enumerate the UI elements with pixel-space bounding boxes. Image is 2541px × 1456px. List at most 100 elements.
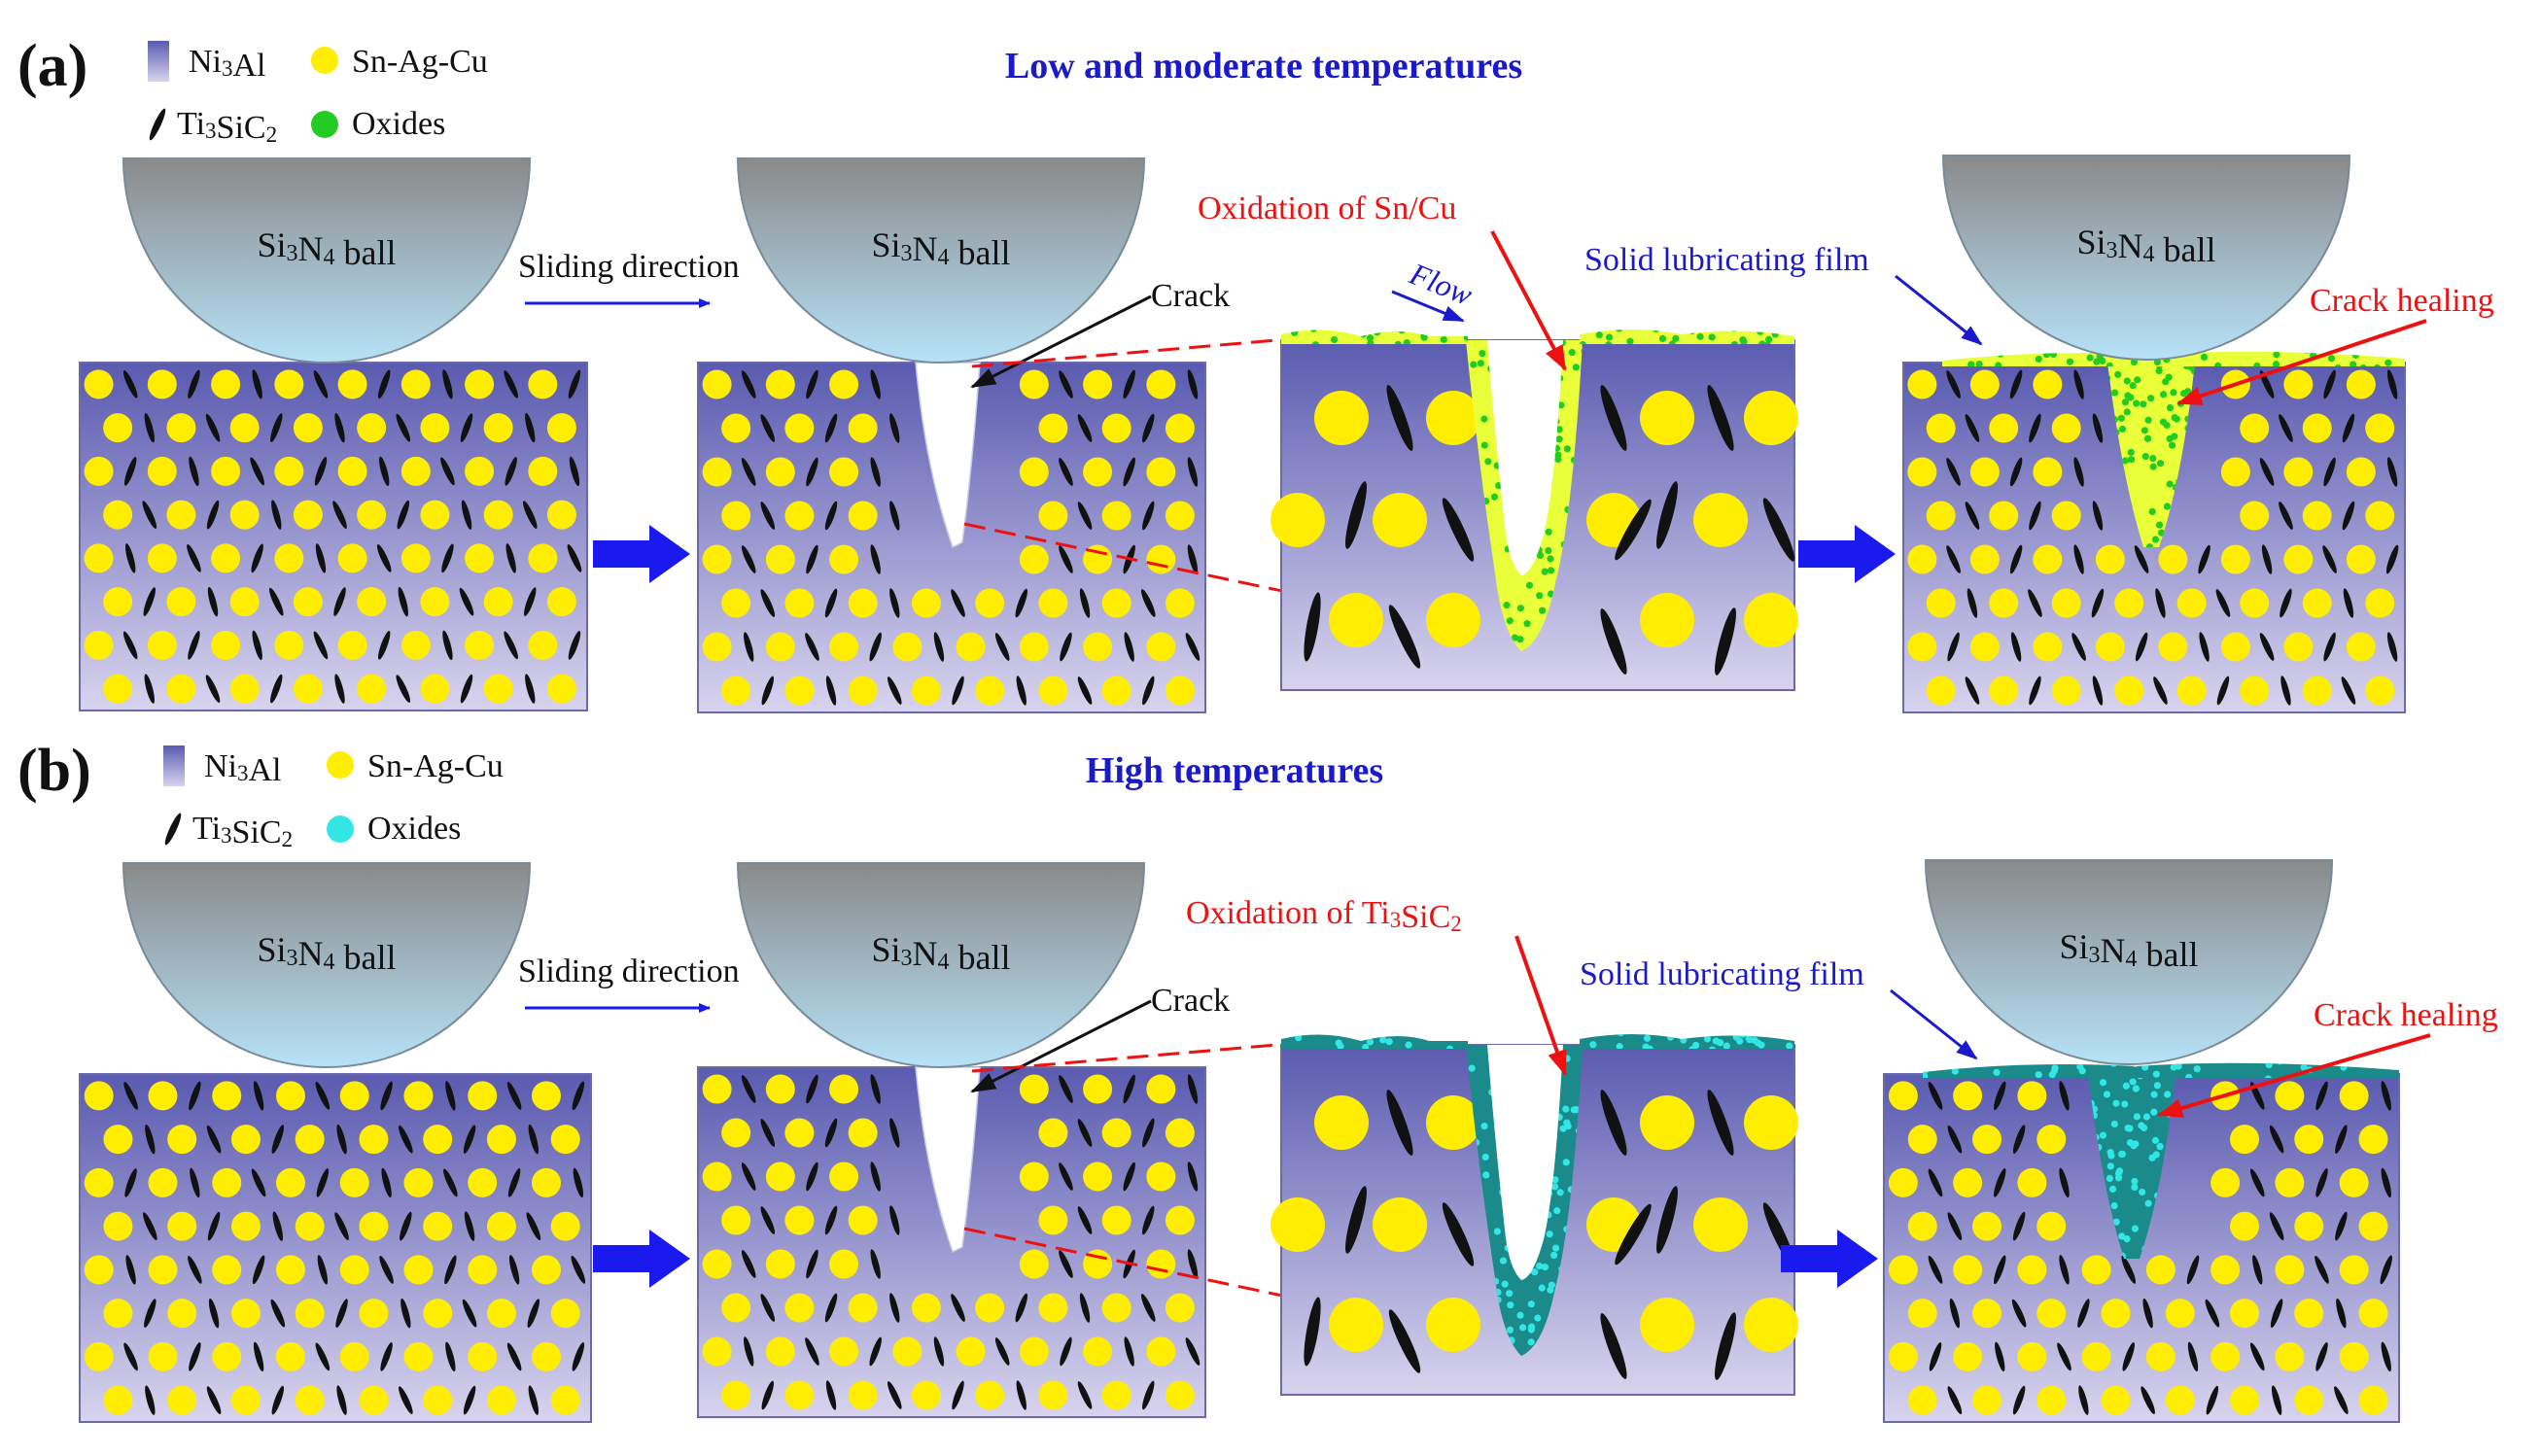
sn-ag-cu-particle (468, 1255, 498, 1285)
sn-ag-cu-particle (2051, 676, 2081, 706)
oxide-dot (2276, 1062, 2283, 1065)
sn-ag-cu-particle (167, 1211, 197, 1241)
sn-ag-cu-particle (721, 1118, 751, 1148)
ti3sic2-flake (443, 1168, 458, 1197)
ti3sic2-flake (1124, 1336, 1134, 1367)
oxide-dot (2107, 1152, 2115, 1160)
oxide-dot (2050, 1067, 2059, 1075)
sn-ag-cu-particle (423, 1385, 453, 1415)
sn-ag-cu-particle (956, 1336, 986, 1367)
sn-ag-cu-particle (2033, 632, 2063, 662)
ti3sic2-flake (1928, 1082, 1943, 1110)
ti3sic2-flake (2280, 588, 2292, 618)
sn-ag-cu-particle (1907, 369, 1937, 399)
ti3sic2-flake (332, 501, 347, 529)
ti3sic2-flake (744, 632, 754, 662)
ti3sic2-flake (2341, 676, 2356, 705)
ti3sic2-flake (2077, 1299, 2090, 1328)
ti3sic2-flake (569, 456, 580, 487)
sn-ag-cu-particle (212, 1167, 242, 1197)
oxide-dot (1559, 1125, 1567, 1132)
ti3sic2-flake (889, 1293, 900, 1323)
sn-ag-cu-particle (400, 543, 431, 573)
sn-ag-cu-particle (1329, 593, 1383, 647)
sn-ag-cu-particle (546, 500, 576, 530)
oxide-dot (2045, 1056, 2052, 1062)
oxide-dot (1557, 321, 1564, 328)
sn-ag-cu-particle (2346, 544, 2376, 574)
oxide-dot (1519, 1324, 1527, 1332)
stage-2-block (697, 1066, 1206, 1418)
sn-ag-cu-particle (2339, 1255, 2369, 1285)
sn-ag-cu-particle (765, 1161, 795, 1192)
oxide-dot (1510, 329, 1517, 330)
sn-ag-cu-particle (2051, 501, 2081, 531)
sn-ag-cu-particle (702, 1336, 732, 1367)
oxide-dot (1385, 1038, 1393, 1046)
sn-ag-cu-particle (486, 1299, 516, 1329)
ti3sic2-flake (335, 1299, 348, 1328)
ti3sic2-flake (2155, 588, 2166, 618)
sn-ag-cu-particle (1101, 413, 1131, 443)
sn-ag-cu-particle (1888, 1081, 1918, 1111)
sn-ag-cu-particle (2114, 676, 2144, 706)
ti3sic2-flake (313, 631, 329, 660)
sn-ag-cu-particle (229, 674, 260, 704)
sn-ag-cu-particle (1907, 1211, 1937, 1241)
sn-ag-cu-particle (829, 1074, 859, 1104)
oxide-dot (1967, 361, 1975, 366)
oxide-dot (2156, 1142, 2164, 1151)
ball-label: Si3N4 ball (257, 930, 396, 977)
ti3sic2-flake (870, 1249, 881, 1279)
oxide-dot (1786, 1042, 1793, 1049)
sn-ag-cu-particle (295, 1299, 325, 1329)
oxide-dot (2099, 1131, 2107, 1139)
ti3sic2-flake (188, 631, 200, 660)
ti3sic2-flake (806, 544, 818, 574)
sn-ag-cu-particle (229, 587, 260, 617)
oxide-dot (1541, 568, 1549, 575)
ti3sic2-flake (1965, 414, 1980, 442)
sn-ag-cu-particle (784, 1293, 815, 1323)
oxide-dot (2171, 433, 2178, 440)
sn-ag-cu-particle (1083, 369, 1113, 399)
stage-2-block (697, 362, 1206, 713)
oxide-dot (2173, 415, 2180, 423)
oxide-dot (1633, 329, 1641, 330)
ti3sic2-flake (2386, 369, 2398, 399)
sn-ag-cu-particle (546, 413, 576, 443)
oxide-dot (2134, 376, 2141, 384)
ti3sic2-flake (461, 500, 472, 530)
sn-ag-cu-particle (1038, 1380, 1068, 1410)
sn-ag-cu-particle (2165, 1385, 2195, 1415)
oxide-dot (1515, 1036, 1523, 1044)
ti3sic2-flake (460, 413, 473, 442)
healing-pointer (2176, 319, 2427, 405)
sn-ag-cu-particle (1038, 413, 1068, 443)
ti3sic2-flake (1077, 676, 1093, 705)
ti3sic2-flake (2334, 1386, 2349, 1414)
oxide-dot (2123, 377, 2131, 385)
sn-ag-cu-particle (848, 1118, 878, 1148)
oxide-dot (1547, 567, 1555, 574)
oxide-dot (1361, 322, 1368, 329)
sn-ag-cu-particle (2365, 413, 2395, 443)
ti3sic2-flake (250, 457, 264, 486)
oxide-dot (2425, 350, 2432, 357)
ti3sic2-flake (2271, 1385, 2282, 1415)
legend-particle-swatch (311, 47, 338, 74)
ti3sic2-flake (313, 370, 329, 399)
ti3sic2-flake (504, 631, 518, 660)
sn-ag-cu-particle (420, 587, 450, 617)
oxide-dot (2369, 1062, 2377, 1064)
ti3sic2-flake (1123, 369, 1135, 399)
sn-ag-cu-particle (1426, 391, 1480, 445)
sn-ag-cu-particle (400, 630, 431, 660)
ti3sic2-flake (760, 589, 776, 617)
oxide-dot (1735, 1034, 1744, 1035)
sn-ag-cu-particle (550, 1385, 580, 1415)
sn-ag-cu-particle (1907, 457, 1937, 487)
oxide-dot (2144, 1199, 2152, 1207)
